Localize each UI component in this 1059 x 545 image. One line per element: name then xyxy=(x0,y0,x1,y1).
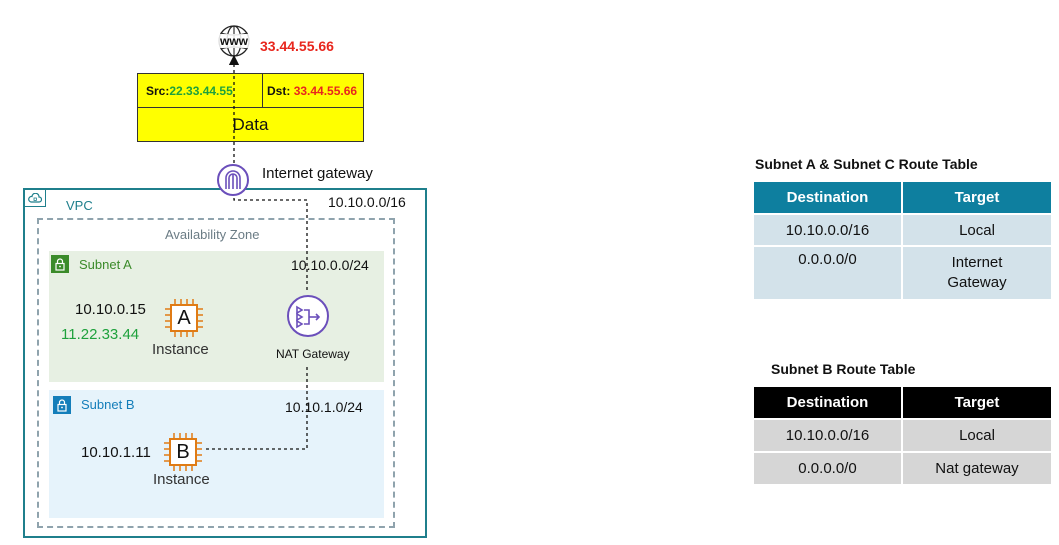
table-cell: Nat gateway xyxy=(903,451,1051,484)
packet-dst-prefix: Dst: xyxy=(267,83,291,98)
vpc-label: VPC xyxy=(66,198,93,213)
column-header: Destination xyxy=(754,387,901,418)
nat-gateway-icon xyxy=(285,293,331,339)
route-table-b-title: Subnet B Route Table xyxy=(771,361,916,377)
table-row: 10.10.0.0/16 Local xyxy=(754,213,1051,245)
nat-gateway-label: NAT Gateway xyxy=(276,347,350,361)
availability-zone xyxy=(37,218,395,528)
table-cell: Internet Gateway xyxy=(903,245,1051,299)
column-header: Target xyxy=(903,182,1051,213)
instance-a-public-ip: 11.22.33.44 xyxy=(61,326,140,343)
table-cell: 10.10.0.0/16 xyxy=(754,418,901,451)
table-cell: 0.0.0.0/0 xyxy=(754,245,901,299)
packet: Src:22.33.44.55 Dst: 33.44.55.66 Data xyxy=(137,73,364,142)
subnet-b xyxy=(49,390,384,518)
table-cell: 10.10.0.0/16 xyxy=(754,213,901,245)
instance-a-private-ip: 10.10.0.15 xyxy=(75,301,146,318)
table-cell: Local xyxy=(903,213,1051,245)
subnet-a-cidr: 10.10.0.0/24 xyxy=(291,257,369,273)
instance-b-letter: B xyxy=(176,440,190,463)
route-table-ac: Destination Target 10.10.0.0/16 Local 0.… xyxy=(752,182,1053,299)
packet-src: Src:22.33.44.55 xyxy=(138,74,263,107)
instance-b-private-ip: 10.10.1.11 xyxy=(81,444,151,461)
availability-zone-label: Availability Zone xyxy=(165,227,260,242)
table-cell: Local xyxy=(903,418,1051,451)
internet-public-ip: 33.44.55.66 xyxy=(260,38,334,54)
instance-a-label: Instance xyxy=(152,341,209,358)
packet-src-prefix: Src: xyxy=(146,83,170,98)
table-cell: 0.0.0.0/0 xyxy=(754,451,901,484)
lock-icon xyxy=(53,396,71,414)
route-table-ac-title: Subnet A & Subnet C Route Table xyxy=(755,156,978,172)
subnet-b-label: Subnet B xyxy=(81,397,135,412)
chip-icon: B xyxy=(162,431,204,473)
packet-dst: Dst: 33.44.55.66 xyxy=(263,74,363,107)
subnet-a-label: Subnet A xyxy=(79,257,132,272)
packet-data: Data xyxy=(232,115,269,134)
table-row: 10.10.0.0/16 Local xyxy=(754,418,1051,451)
packet-dst-ip: 33.44.55.66 xyxy=(293,83,358,98)
chip-icon: A xyxy=(163,297,205,339)
vpc-cidr: 10.10.0.0/16 xyxy=(328,194,406,210)
globe-icon: www xyxy=(214,24,254,58)
packet-src-ip: 22.33.44.55 xyxy=(169,83,233,98)
internet-gateway-icon xyxy=(216,163,250,197)
www-label: www xyxy=(214,34,254,48)
cloud-icon xyxy=(24,189,46,207)
table-row: 0.0.0.0/0 Nat gateway xyxy=(754,451,1051,484)
column-header: Target xyxy=(903,387,1051,418)
lock-icon xyxy=(51,255,69,273)
column-header: Destination xyxy=(754,182,901,213)
instance-a-letter: A xyxy=(177,306,191,329)
table-row: 0.0.0.0/0 Internet Gateway xyxy=(754,245,1051,299)
internet-gateway-label: Internet gateway xyxy=(262,165,373,182)
instance-b-label: Instance xyxy=(153,471,210,488)
subnet-b-cidr: 10.10.1.0/24 xyxy=(285,399,363,415)
route-table-b: Destination Target 10.10.0.0/16 Local 0.… xyxy=(752,387,1053,484)
